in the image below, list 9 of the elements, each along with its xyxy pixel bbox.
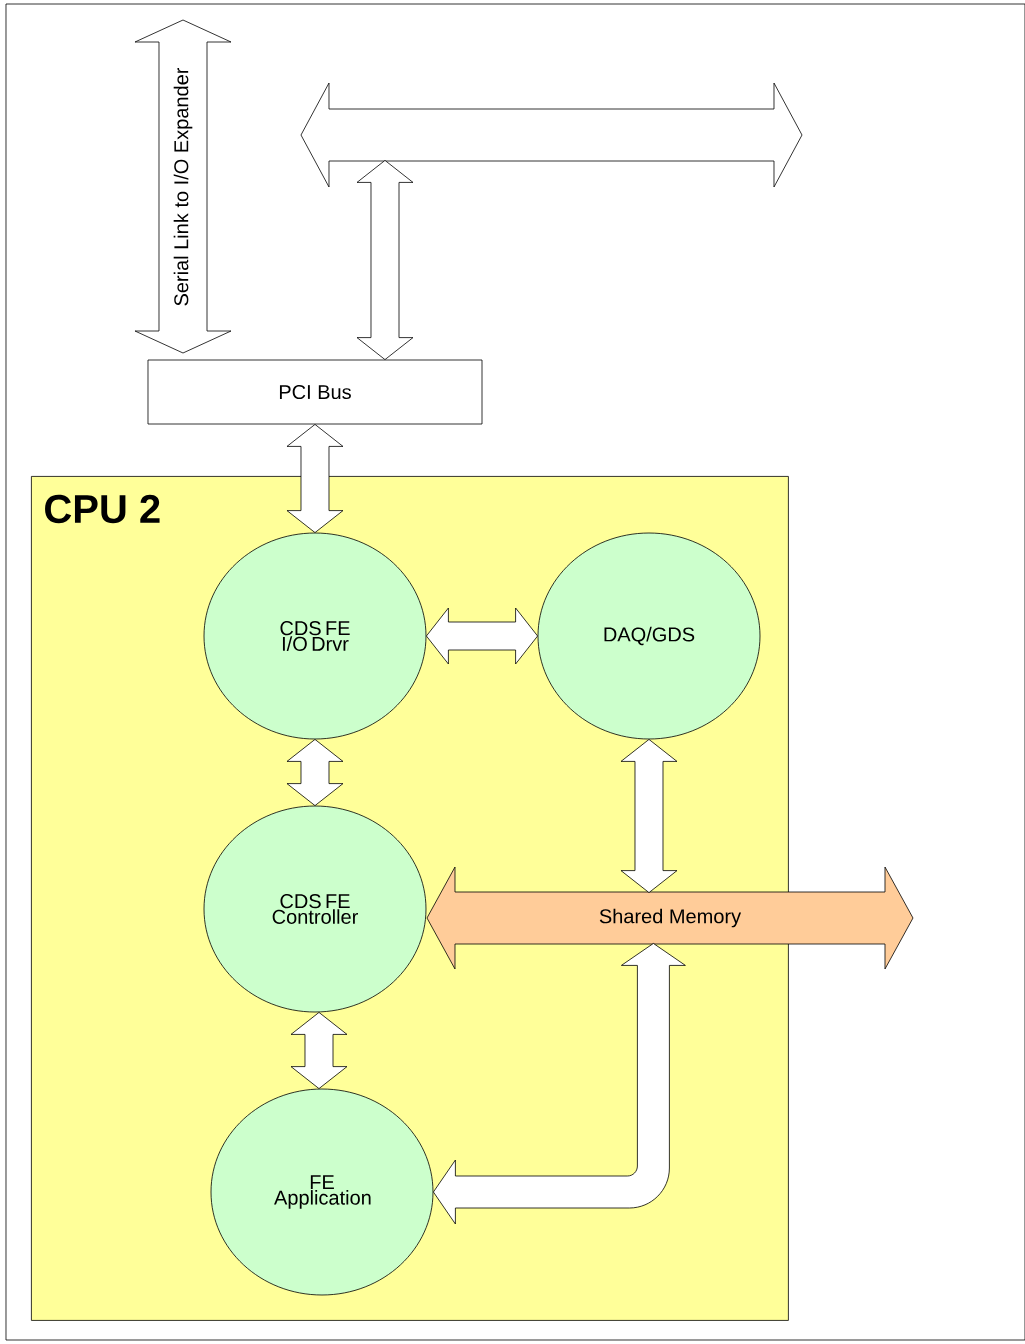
block-arrow: [286, 739, 344, 806]
block-arrow: [620, 739, 678, 893]
block-arrow: [433, 943, 686, 1225]
block-arrow: [300, 82, 803, 188]
process-box: PCI Bus: [147, 359, 483, 425]
block-arrow: [286, 424, 344, 533]
block-arrow: [426, 607, 538, 665]
block-arrow: [356, 160, 414, 360]
block-arrow: [290, 1012, 348, 1089]
